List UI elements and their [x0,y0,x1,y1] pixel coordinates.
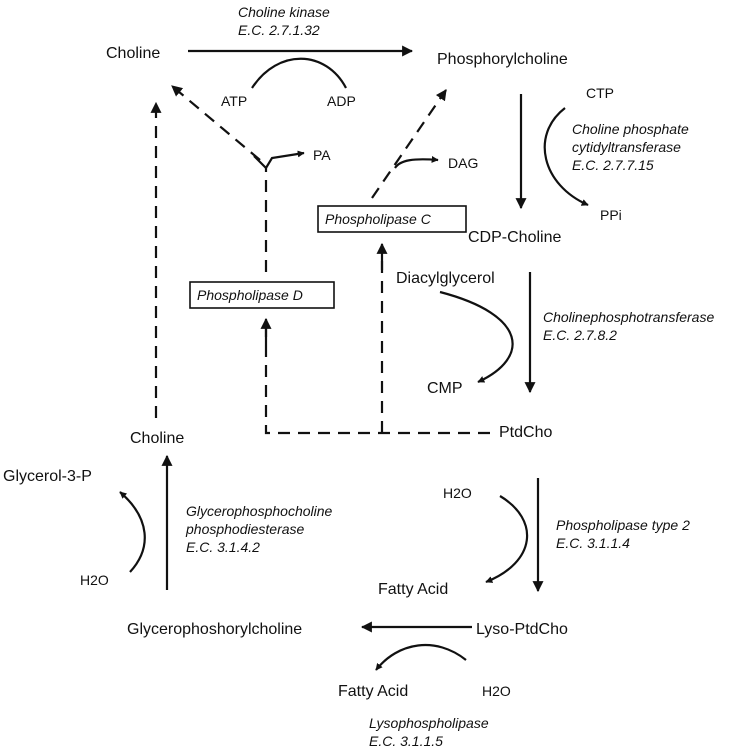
ptdcho-dashed-line [264,322,490,435]
atp-adp-arc [251,57,347,89]
phospholipase-d-box [189,281,335,309]
h2o-mid-label: H2O [443,485,472,501]
fatty-acid-mid-label: Fatty Acid [378,581,448,598]
cytidyltransferase-ec: E.C. 2.7.7.15 [572,157,654,173]
lysophospholipase-name: Lysophospholipase [369,715,489,731]
cholinephosphotransferase-ec: E.C. 2.7.8.2 [543,327,617,343]
h2o-glycerol-arc [119,491,146,573]
phospholipase-c-label: Phospholipase C [325,211,432,227]
glycerol-3-p-label: Glycerol-3-P [3,468,92,485]
dag-branch-arrow [394,155,439,169]
fatty-acid-bottom-label: Fatty Acid [338,683,408,700]
phospholipase-a2-ec: E.C. 3.1.1.4 [556,535,630,551]
h2o-fatty-acid-arc [485,495,529,584]
choline-left-label: Choline [130,430,184,447]
cdp-choline-label: CDP-Choline [468,229,561,246]
cmp-label: CMP [427,380,463,397]
choline-top-label: Choline [106,45,160,62]
pa-branch-arrow [253,150,305,170]
cholinephosphotransferase-name: Cholinephosphotransferase [543,309,714,325]
ctp-label: CTP [586,85,614,101]
lyso-ptdcho-label: Lyso-PtdCho [476,621,568,638]
glycerophosphorylcholine-label: Glycerophoshorylcholine [127,621,302,638]
h2o-fatty-acid-bottom-arc [375,644,467,671]
gpc-phosphodiesterase-name-2: phosphodiesterase [185,521,305,537]
lysophospholipase-ec: E.C. 3.1.1.5 [369,733,443,749]
choline-kinase-ec: E.C. 2.7.1.32 [238,22,320,38]
h2o-left-label: H2O [80,572,109,588]
ctp-ppi-arc [543,107,589,207]
h2o-bottom-label: H2O [482,683,511,699]
phosphorylcholine-label: Phosphorylcholine [437,51,568,68]
phospholipase-a2-name: Phospholipase type 2 [556,517,690,533]
phospholipase-c-box [317,205,467,233]
cytidyltransferase-name-2: cytidyltransferase [572,139,681,155]
gpc-phosphodiesterase-ec: E.C. 3.1.4.2 [186,539,260,555]
dag-label: DAG [448,155,478,171]
ptdcho-label: PtdCho [499,424,552,441]
atp-label: ATP [221,93,247,109]
dag-cmp-arc [439,290,514,383]
cytidyltransferase-name-1: Choline phosphate [572,121,689,137]
choline-kinase-name: Choline kinase [238,4,330,20]
phosphorylcholine-dashed-arrow [371,89,447,199]
gpc-phosphodiesterase-name-1: Glycerophosphocholine [186,503,333,519]
ppi-label: PPi [600,207,622,223]
diacylglycerol-label: Diacylglycerol [396,270,495,287]
phospholipase-d-label: Phospholipase D [197,287,303,303]
adp-label: ADP [327,93,356,109]
pa-label: PA [313,147,331,163]
